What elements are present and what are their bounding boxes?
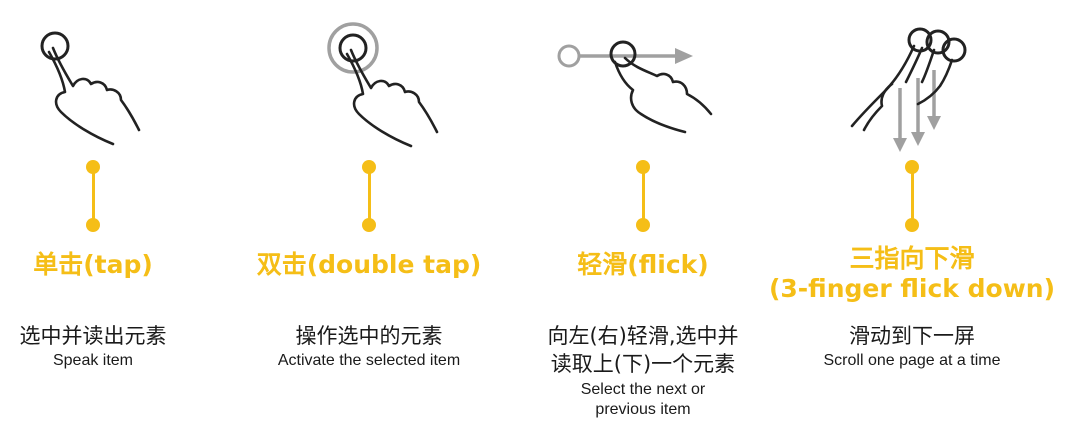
flick-desc-zh-line: 读取上(下)一个元素 <box>550 352 736 376</box>
double-tap-desc-en-line: Activate the selected item <box>277 352 461 369</box>
flick-desc-zh-line: 向左(右)轻滑,选中并 <box>547 324 739 348</box>
connector-dot <box>905 218 919 232</box>
gesture-double-tap: 双击(double tap) 操作选中的元素 Activate the sele… <box>236 0 502 445</box>
three-finger-desc-zh-line: 滑动到下一屏 <box>849 324 975 348</box>
gesture-flick: 轻滑(flick) 向左(右)轻滑,选中并 读取上(下)一个元素 Select … <box>520 0 766 445</box>
flick-desc-en-line: Select the next or <box>580 381 706 398</box>
tap-desc-zh-line: 选中并读出元素 <box>19 324 167 348</box>
connector-line <box>368 167 371 225</box>
connector-dot <box>636 218 650 232</box>
connector-dot <box>86 218 100 232</box>
three-finger-desc-zh: 滑动到下一屏 <box>764 322 1060 350</box>
three-finger-desc-en-line: Scroll one page at a time <box>823 352 1001 369</box>
three-finger-desc-en: Scroll one page at a time <box>764 351 1060 371</box>
tap-desc-en-line: Speak item <box>52 352 134 369</box>
double-tap-desc-zh-line: 操作选中的元素 <box>295 324 443 348</box>
connector-line <box>92 167 95 225</box>
tap-connector <box>86 160 100 232</box>
tap-title: 单击(tap) <box>33 250 153 279</box>
flick-desc-en-line: previous item <box>595 401 691 418</box>
three-finger-title-line: 三指向下滑 <box>849 244 975 273</box>
flick-desc-en: Select the next or previous item <box>520 380 766 420</box>
three-finger-title-line: (3-finger flick down) <box>768 274 1056 303</box>
flick-title: 轻滑(flick) <box>577 250 709 279</box>
connector-line <box>642 167 645 225</box>
double-tap-desc-en: Activate the selected item <box>236 351 502 371</box>
flick-hand-icon <box>553 18 733 153</box>
tap-desc-zh: 选中并读出元素 <box>0 322 186 350</box>
flick-desc-zh: 向左(右)轻滑,选中并 读取上(下)一个元素 <box>520 322 766 378</box>
double-tap-hand-icon <box>279 18 459 153</box>
double-tap-connector <box>362 160 376 232</box>
three-finger-connector <box>905 160 919 232</box>
double-tap-title: 双击(double tap) <box>256 250 482 279</box>
gesture-tap: 单击(tap) 选中并读出元素 Speak item <box>0 0 186 445</box>
three-finger-title: 三指向下滑 (3-finger flick down) <box>764 244 1060 304</box>
three-finger-flick-down-icon <box>822 18 1002 153</box>
tap-hand-icon <box>3 18 183 153</box>
flick-connector <box>636 160 650 232</box>
connector-line <box>911 167 914 225</box>
double-tap-desc-zh: 操作选中的元素 <box>236 322 502 350</box>
gesture-three-finger-flick-down: 三指向下滑 (3-finger flick down) 滑动到下一屏 Scrol… <box>764 0 1060 445</box>
tap-desc-en: Speak item <box>0 351 186 371</box>
connector-dot <box>362 218 376 232</box>
